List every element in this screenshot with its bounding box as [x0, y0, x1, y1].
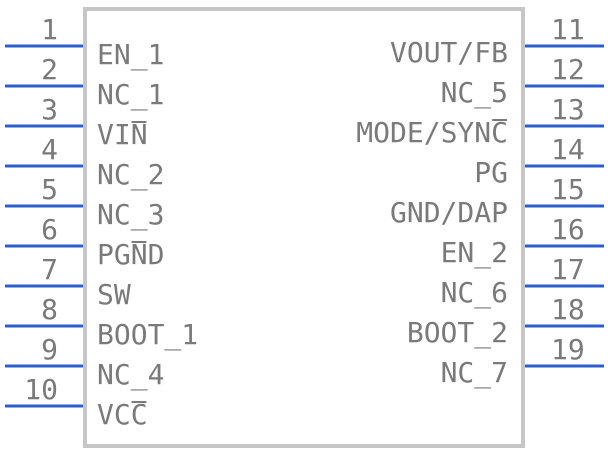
- pin-number: 15: [551, 173, 585, 206]
- pin-number: 12: [551, 53, 585, 86]
- pin-label: EN_2: [441, 236, 508, 270]
- pin-label: NC_4: [97, 358, 164, 392]
- pin-label: GND/DAP: [390, 196, 508, 229]
- pin-number: 9: [41, 333, 58, 366]
- pin-2: 2NC_1: [5, 53, 164, 112]
- pin-number: 14: [551, 133, 585, 166]
- pin-number: 8: [41, 293, 58, 326]
- pin-label: VOUT/FB: [390, 36, 508, 69]
- pin-number: 13: [551, 93, 585, 126]
- pin-label: NC_7: [441, 356, 508, 390]
- pin-label: MODE/SYNC: [356, 116, 508, 149]
- ic-body-outline: [83, 7, 525, 448]
- pin-label: SW: [97, 278, 131, 311]
- pin-label: PGND: [97, 238, 164, 271]
- pin-label: NC_3: [97, 198, 164, 232]
- pin-label: PG: [474, 156, 508, 189]
- pin-label: NC_2: [97, 158, 164, 192]
- pin-7: 7SW: [5, 253, 131, 311]
- pin-label: NC_6: [441, 276, 508, 310]
- pin-4: 4NC_2: [5, 133, 164, 192]
- pin-label: VCC: [97, 398, 148, 431]
- pin-number: 3: [41, 93, 58, 126]
- pin-label: BOOT_2: [407, 316, 508, 350]
- pin-number: 7: [41, 253, 58, 286]
- pin-9: 9NC_4: [5, 333, 164, 392]
- pin-label: NC_1: [97, 78, 164, 112]
- pin-5: 5NC_3: [5, 173, 164, 232]
- pin-number: 5: [41, 173, 58, 206]
- pin-number: 19: [551, 333, 585, 366]
- pin-label: NC_5: [441, 76, 508, 110]
- pin-label: BOOT_1: [97, 318, 198, 352]
- pin-number: 11: [551, 13, 585, 46]
- pin-number: 6: [41, 213, 58, 246]
- pin-number: 16: [551, 213, 585, 246]
- right-pin-group: 11VOUT/FB12NC_513MODE/SYNC14PG15GND/DAP1…: [356, 13, 604, 390]
- left-pin-group: 1EN_12NC_13VIN4NC_25NC_36PGND7SW8BOOT_19…: [5, 13, 198, 431]
- pin-number: 18: [551, 293, 585, 326]
- pin-number: 4: [41, 133, 58, 166]
- pin-number: 17: [551, 253, 585, 286]
- pin-1: 1EN_1: [5, 13, 164, 72]
- pin-label: VIN: [97, 118, 148, 151]
- pin-number: 10: [24, 373, 58, 406]
- pin-number: 2: [41, 53, 58, 86]
- pin-number: 1: [41, 13, 58, 46]
- pin-label: EN_1: [97, 38, 164, 72]
